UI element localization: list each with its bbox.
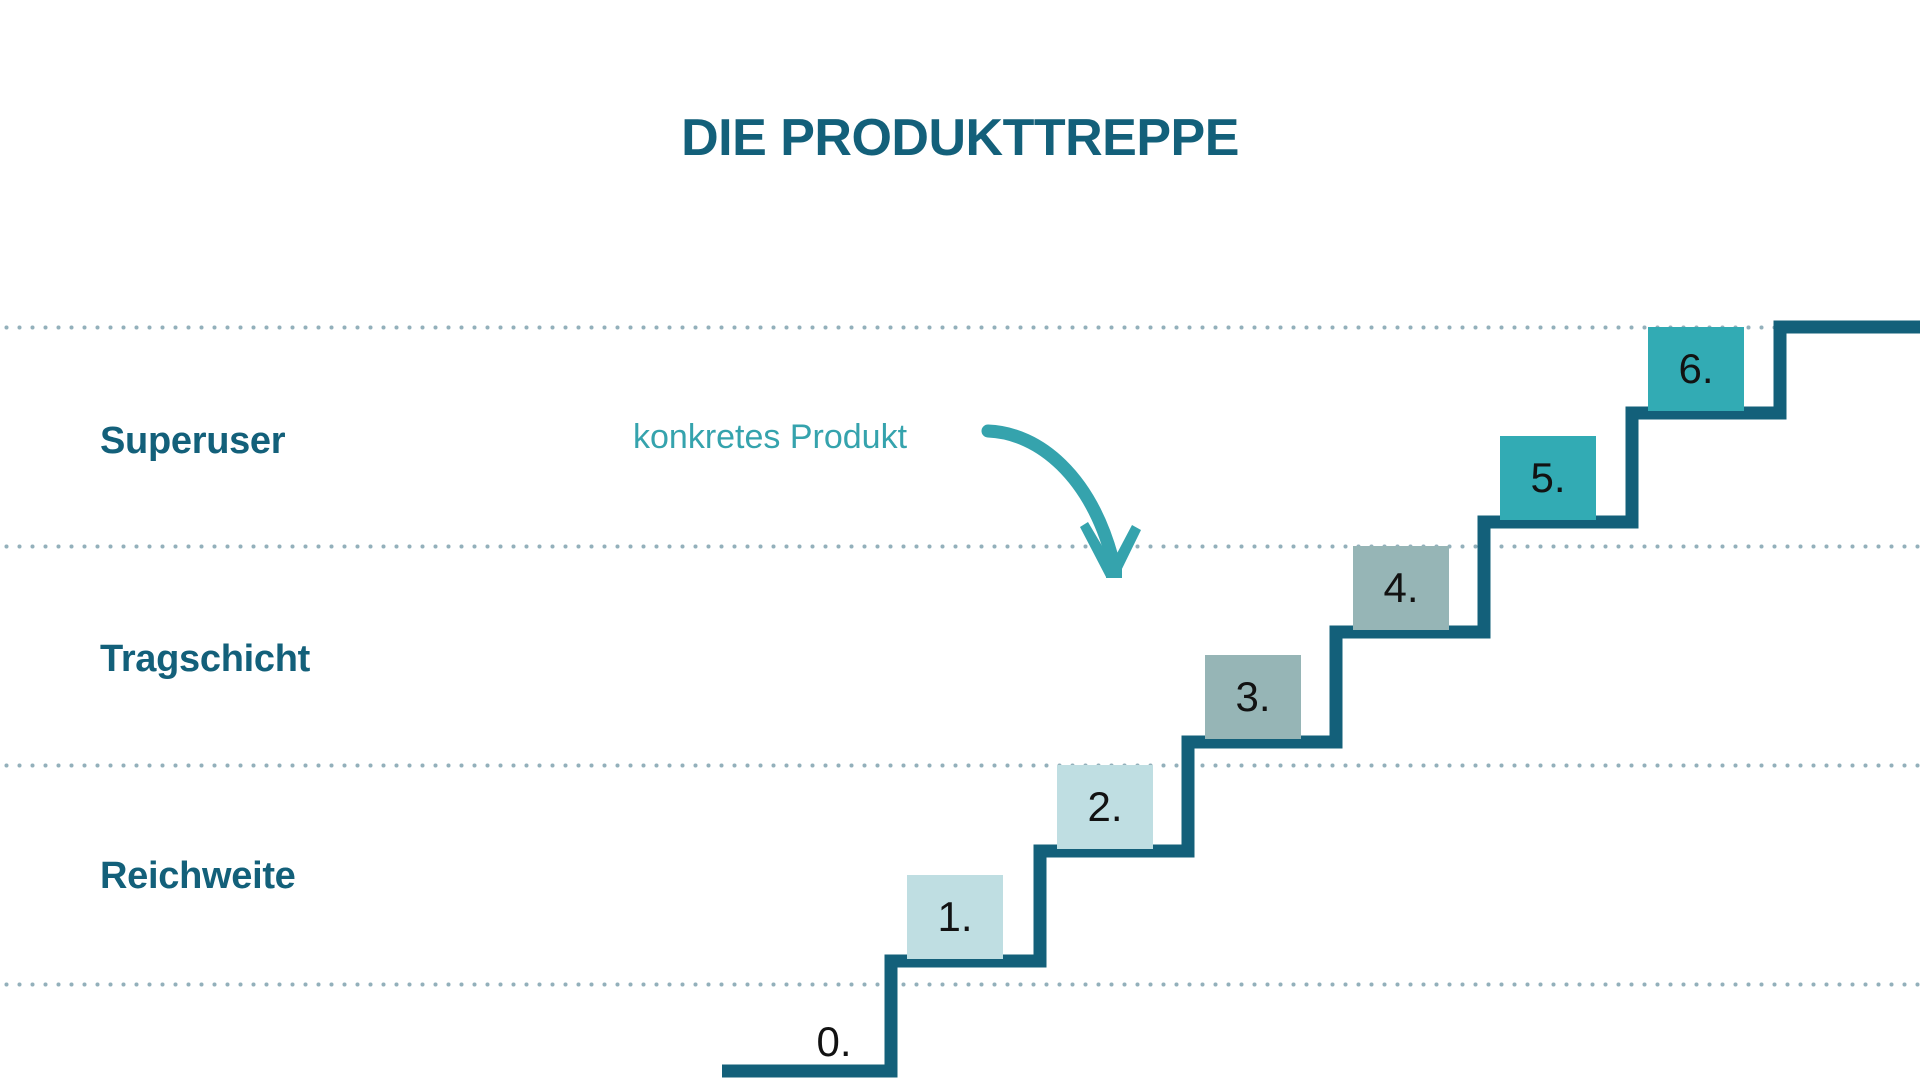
band-label-tragschicht: Tragschicht xyxy=(100,638,310,680)
step-number-2: 2. xyxy=(1087,783,1123,830)
gridline-reichweite-bottom xyxy=(0,982,1920,987)
gridline-superuser-top xyxy=(0,325,1920,330)
step-number-6: 6. xyxy=(1678,345,1714,392)
step-box-1[interactable]: 1. xyxy=(907,875,1003,959)
band-label-superuser: Superuser xyxy=(100,420,286,462)
page-title: DIE PRODUKTTREPPE xyxy=(681,109,1239,167)
step-box-2[interactable]: 2. xyxy=(1057,765,1153,849)
band-label-reichweite: Reichweite xyxy=(100,855,296,897)
gridline-superuser-bottom xyxy=(0,544,1920,549)
step-box-4[interactable]: 4. xyxy=(1353,546,1449,630)
gridline-tragschicht-bottom xyxy=(0,763,1920,768)
step-box-5[interactable]: 5. xyxy=(1500,436,1596,520)
step-box-3[interactable]: 3. xyxy=(1205,655,1301,739)
annotation-label-konkretes-produkt: konkretes Produkt xyxy=(633,418,908,456)
step-number-4: 4. xyxy=(1383,564,1419,611)
step-label-0: 0. xyxy=(786,1000,882,1080)
step-box-6[interactable]: 6. xyxy=(1648,327,1744,411)
step-number-1: 1. xyxy=(937,893,973,940)
step-number-0: 0. xyxy=(816,1018,852,1065)
curved-arrow-icon xyxy=(981,424,1141,578)
step-number-5: 5. xyxy=(1530,454,1566,501)
step-number-3: 3. xyxy=(1235,673,1271,720)
